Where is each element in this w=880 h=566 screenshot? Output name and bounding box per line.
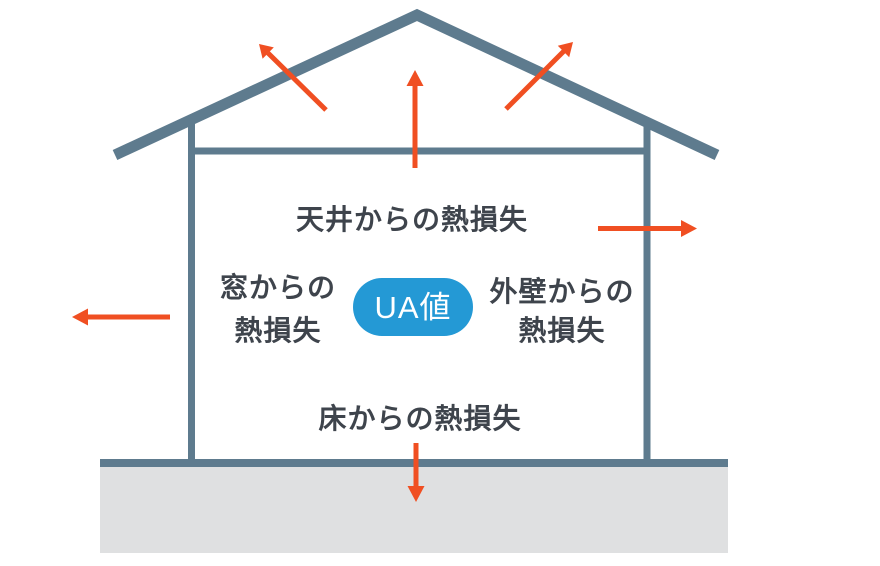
heat-loss-labels: 天井からの熱損失 窓からの 熱損失 外壁からの 熱損失 床からの熱損失 <box>220 204 634 434</box>
arrow-head <box>681 220 697 237</box>
heat-arrow-window-left <box>72 308 170 326</box>
ua-value-badge: UA値 <box>353 278 473 336</box>
heat-arrow-roof-center <box>406 70 424 168</box>
heat-arrow-roof-right <box>504 42 573 111</box>
arrow-line <box>266 51 328 112</box>
ua-badge-label: UA値 <box>374 290 451 325</box>
arrow-head <box>407 486 425 502</box>
heat-arrow-wall-right <box>598 220 697 237</box>
window-heat-loss-label-line2: 熱損失 <box>234 315 321 346</box>
arrow-head <box>557 42 573 58</box>
outer-wall-heat-loss-label-line2: 熱損失 <box>518 315 605 346</box>
outer-wall-heat-loss-label-line1: 外壁からの <box>489 276 634 307</box>
heat-arrow-floor-down <box>407 443 425 502</box>
floor-heat-loss-label: 床からの熱損失 <box>318 402 521 434</box>
arrow-head <box>259 44 274 59</box>
arrow-head <box>72 308 88 326</box>
ua-badge-pill <box>353 278 473 336</box>
roof <box>112 8 720 160</box>
heat-loss-arrows <box>72 42 697 502</box>
heat-arrow-roof-left <box>259 44 328 112</box>
window-heat-loss-label-line1: 窓からの <box>220 271 336 303</box>
arrow-head <box>406 70 424 86</box>
arrow-line <box>504 49 566 111</box>
ceiling-heat-loss-label: 天井からの熱損失 <box>296 204 528 235</box>
